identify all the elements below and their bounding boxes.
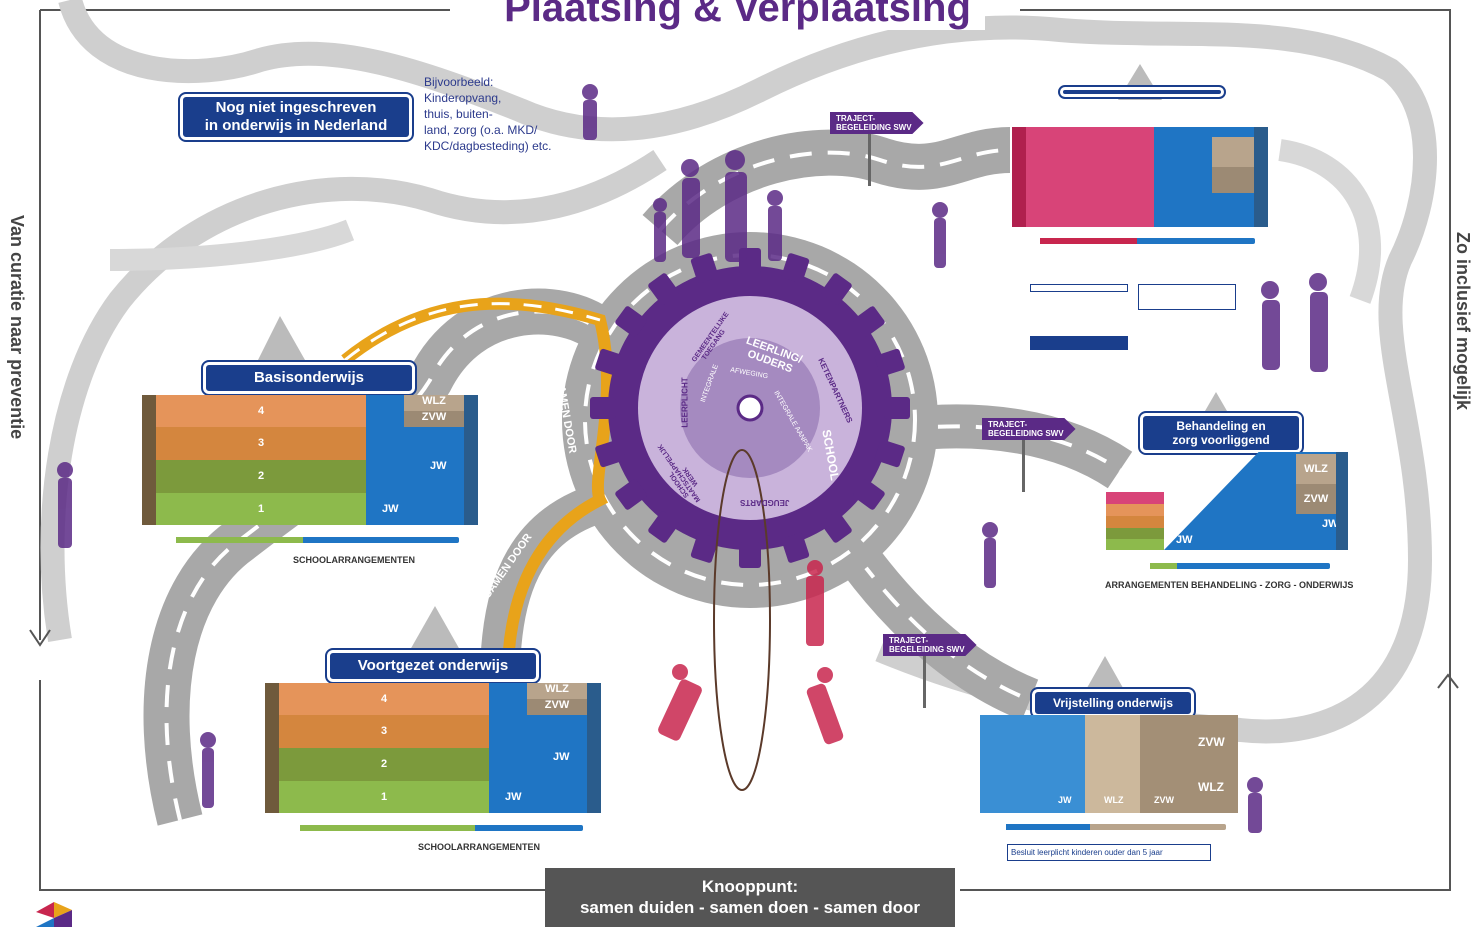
label-gespecialiseerde xyxy=(1058,85,1226,99)
gear-tooth xyxy=(853,479,885,510)
signpost-trajectbegeleiding-2: TRAJECT-BEGELEIDING SWV xyxy=(982,418,1076,440)
gear-tooth xyxy=(781,532,810,563)
side-label-left: Van curatie naar preventie xyxy=(7,215,27,440)
caption-schoolarrangementen-2: SCHOOLARRANGEMENTEN xyxy=(418,842,541,852)
gespecialiseerde-slider xyxy=(1040,238,1255,244)
gear-tooth xyxy=(821,273,852,305)
logo-icon xyxy=(36,902,72,927)
not-enrolled-examples: Bijvoorbeeld: Kinderopvang, thuis, buite… xyxy=(424,75,552,153)
gear-tooth xyxy=(874,439,905,468)
knooppunt-banner: Knooppunt: samen duiden - samen doen - s… xyxy=(545,868,955,927)
signpost-trajectbegeleiding-3: TRAJECT-BEGELEIDING SWV xyxy=(883,634,977,656)
signpost-trajectbegeleiding-1: TRAJECT-BEGELEIDING SWV xyxy=(830,112,924,134)
behandeling-slider xyxy=(1150,563,1330,569)
vrijstelling-slider xyxy=(1006,824,1226,830)
wheel-label-leerplicht: LEERPLICHT xyxy=(680,377,690,428)
gear-tooth xyxy=(595,439,626,468)
gear-tooth xyxy=(884,397,910,419)
basisonderwijs-arrangement: 4 3 2 1 WLZ ZVW JW JW xyxy=(142,395,478,525)
label-basisonderwijs: Basisonderwijs xyxy=(201,360,417,396)
voortgezet-arrangement: 4 3 2 1 WLZ ZVW JW JW xyxy=(265,683,601,813)
label-voortgezet-onderwijs: Voortgezet onderwijs xyxy=(325,648,541,684)
caption-arrangementen-behandeling: ARRANGEMENTEN BEHANDELING - ZORG - ONDER… xyxy=(1105,580,1354,590)
behandeling-arrangement: WLZ ZVW JW JW xyxy=(1106,452,1348,550)
gear-tooth xyxy=(739,542,761,568)
gear-tooth xyxy=(590,397,616,419)
gear-tooth xyxy=(853,306,885,337)
caption-schoolarrangementen-1: SCHOOLARRANGEMENTEN xyxy=(293,555,416,565)
vrijstelling-note: Besluit leerplicht kinderen ouder dan 5 … xyxy=(1007,844,1211,861)
gear-tooth xyxy=(615,306,647,337)
voortgezet-slider xyxy=(300,825,583,831)
gear-tooth xyxy=(690,532,719,563)
target-group-box-2 xyxy=(1138,284,1236,310)
label-vrijstelling: Vrijstelling onderwijs xyxy=(1030,687,1196,719)
label-behandeling: Behandeling en zorg voorliggend xyxy=(1138,411,1304,455)
gear-tooth xyxy=(821,511,852,543)
tlv-badge xyxy=(1030,336,1128,350)
gear-tooth xyxy=(595,348,626,377)
side-label-right: Zo inclusief mogelijk xyxy=(1453,232,1473,411)
page-title: Plaatsing & Verplaatsing xyxy=(0,0,1475,31)
gear-tooth xyxy=(648,273,679,305)
label-not-enrolled: Nog niet ingeschreven in onderwijs in Ne… xyxy=(178,92,414,142)
gear-tooth xyxy=(781,253,810,284)
vrijstelling-arrangement: ZVW WLZ JW WLZ ZVW xyxy=(980,715,1238,813)
gear-tooth xyxy=(690,253,719,284)
gear-tooth xyxy=(615,479,647,510)
gear-icon xyxy=(590,248,910,568)
gespecialiseerde-arrangement xyxy=(1012,127,1268,227)
gear-tooth xyxy=(874,348,905,377)
gear-tooth xyxy=(648,511,679,543)
basis-slider xyxy=(176,537,459,543)
target-group-box-1 xyxy=(1030,284,1128,292)
wheel-label-jeugdarts: JEUGDARTS xyxy=(740,498,790,507)
